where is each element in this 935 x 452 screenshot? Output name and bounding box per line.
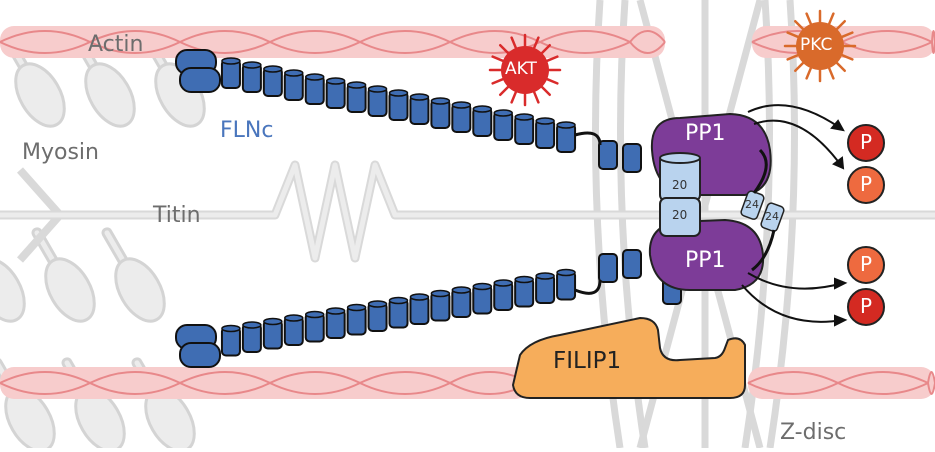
pkc-label: PKC xyxy=(800,35,833,55)
phospho-label-3: P xyxy=(859,252,873,276)
domain-24-a-label: 24 xyxy=(745,198,759,211)
flnc-label: FLNc xyxy=(220,118,274,143)
flnc-ig-domain xyxy=(622,143,642,173)
actin-filament-bottom-right xyxy=(747,367,935,399)
filip1-label: FILIP1 xyxy=(553,348,622,374)
flnc-chain-bottom xyxy=(175,268,577,368)
akt-kinase xyxy=(488,33,562,107)
myosin-head xyxy=(101,227,166,323)
akt-label: AKT xyxy=(505,59,537,79)
flnc-ig-domain xyxy=(598,253,618,283)
flnc-chain-top xyxy=(175,49,577,153)
myosin-label: Myosin xyxy=(22,140,99,165)
flnc-abd xyxy=(179,67,221,93)
domain-20-bottom-label: 20 xyxy=(672,208,688,222)
domain-24-b-label: 24 xyxy=(765,210,779,223)
domain-24-a-shape xyxy=(740,190,765,220)
domain-24-b-shape xyxy=(760,202,785,232)
phospho-label-2: P xyxy=(859,172,873,196)
myosin-head xyxy=(0,257,26,323)
actin-filament-bottom-left xyxy=(0,367,531,399)
flnc-dimer xyxy=(175,49,682,368)
pkc-kinase xyxy=(783,9,857,83)
phospho-label-4: P xyxy=(859,294,873,318)
flnc-abd xyxy=(179,342,221,368)
pp1-bottom xyxy=(648,218,765,291)
flnc-ig-domain xyxy=(598,140,618,170)
kinases xyxy=(488,9,857,107)
actin-filaments xyxy=(0,26,935,399)
pp1-complex xyxy=(648,112,785,291)
phosphorylation-arrows xyxy=(741,104,848,327)
pp1-top-label: PP1 xyxy=(685,121,726,146)
filip1-shape xyxy=(511,316,746,399)
z-disc-label: Z-disc xyxy=(780,420,847,445)
domain-20-bottom-shape xyxy=(659,197,701,237)
phospho-groups xyxy=(847,124,885,326)
titin-filament xyxy=(0,160,935,263)
myosin-head xyxy=(31,227,96,323)
titin-label: Titin xyxy=(153,203,201,228)
flnc-ig-domain xyxy=(622,249,642,279)
actin-filament-top-left xyxy=(0,26,666,58)
pp1-bottom-label: PP1 xyxy=(685,248,726,273)
actin-label: Actin xyxy=(88,32,144,57)
domain-20-top-label: 20 xyxy=(672,178,688,192)
phospho-label-1: P xyxy=(859,130,873,154)
